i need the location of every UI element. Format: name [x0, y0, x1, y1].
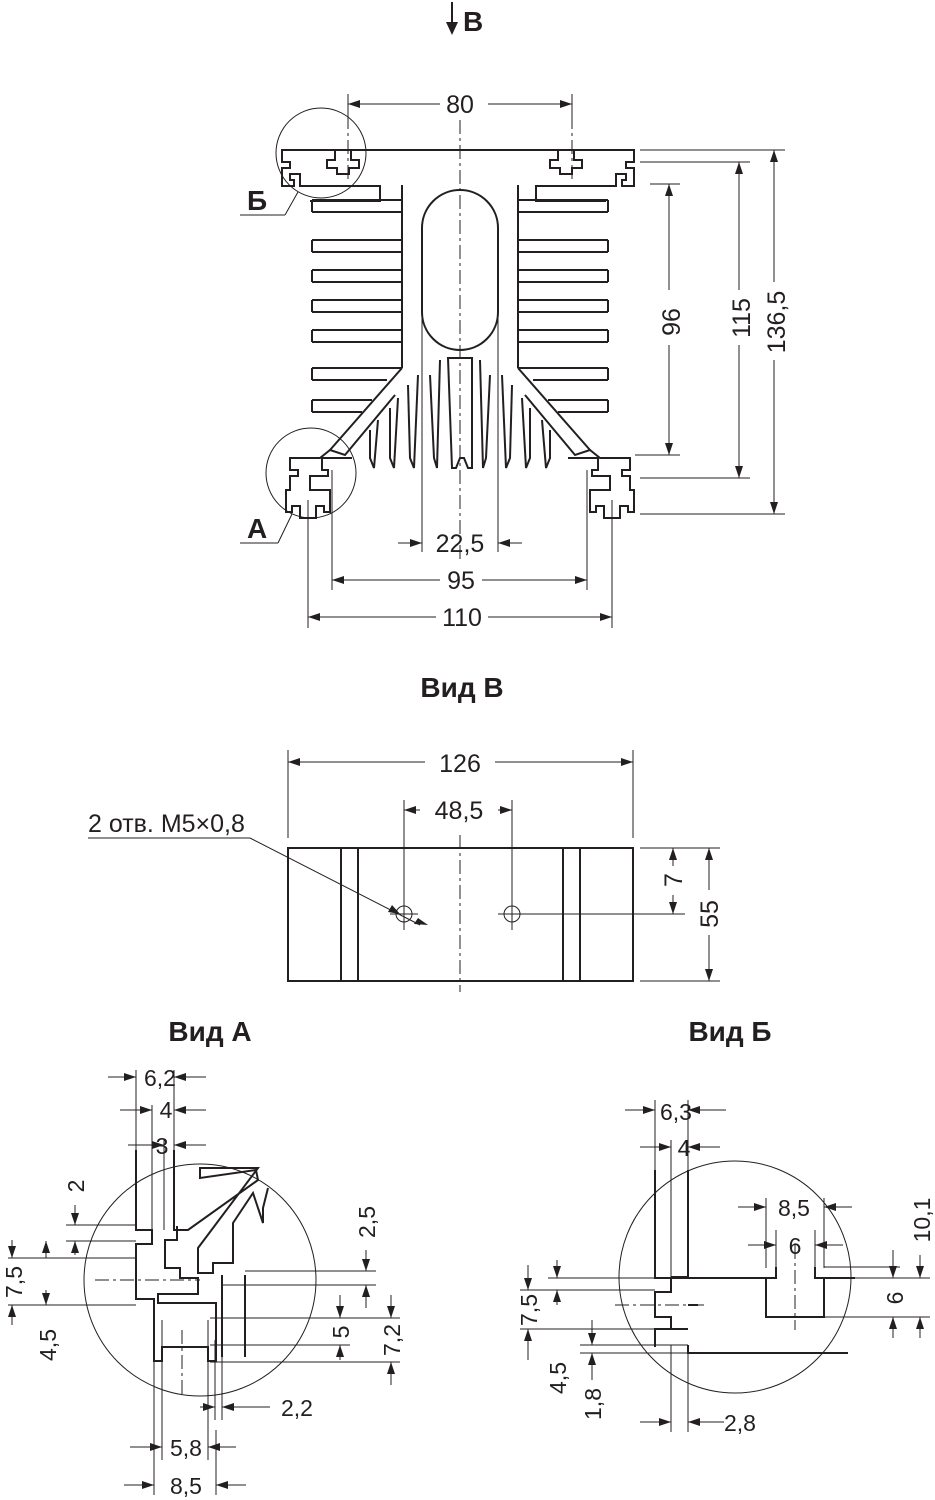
view-marker-label: В [463, 6, 483, 37]
dim-55-label: 55 [696, 900, 724, 928]
dim-22-5 [398, 270, 522, 552]
view-a-circle [83, 1163, 317, 1397]
dim-7-55 [525, 847, 720, 982]
dim-1365-label: 136,5 [763, 291, 791, 354]
view-a-dim-4: 4 [160, 1097, 173, 1123]
callout-a-label: А [247, 513, 267, 544]
hole-note-leader [88, 837, 428, 926]
view-b-title: Вид Б [688, 1016, 771, 1047]
view-v-holes [390, 900, 526, 930]
dim-22-5-label: 22,5 [436, 530, 485, 558]
view-b-dim-4-5: 4,5 [545, 1362, 571, 1394]
view-a-dim-6-2: 6,2 [144, 1065, 176, 1091]
dim-110 [307, 500, 613, 628]
dim-96-label: 96 [658, 308, 686, 336]
view-a-dim-5-8: 5,8 [170, 1435, 202, 1461]
right-fins [517, 185, 609, 413]
dim-115-label: 115 [728, 298, 756, 338]
view-b-dim-6-3: 6,3 [660, 1099, 692, 1125]
hole-note: 2 отв. М5×0,8 [88, 810, 245, 838]
view-b-dim-4: 4 [678, 1135, 691, 1161]
view-b-dim-7-5: 7,5 [516, 1294, 542, 1326]
dim-126 [287, 750, 634, 838]
callout-b-label: Б [247, 185, 267, 216]
dim-48-5 [403, 800, 513, 900]
view-b-dims [520, 1100, 930, 1432]
lower-fins [328, 357, 592, 469]
view-a-dim-8-5: 8,5 [170, 1473, 202, 1499]
view-a-dim-4-5: 4,5 [35, 1329, 61, 1361]
view-v-title: Вид В [420, 672, 503, 703]
view-b-dim-2-8: 2,8 [724, 1410, 756, 1436]
dim-80-label: 80 [446, 91, 474, 119]
detail-circle-a [265, 427, 357, 519]
view-b-dim-6-side: 6 [882, 1292, 908, 1305]
view-a-dim-7-5: 7,5 [1, 1266, 27, 1298]
view-a-dim-2-5: 2,5 [354, 1206, 380, 1238]
dim-48-5-label: 48,5 [435, 797, 484, 825]
view-a-dims [8, 1070, 400, 1495]
detail-circle-b [275, 107, 367, 199]
heatsink-profile [281, 149, 635, 519]
view-a-dim-5: 5 [328, 1326, 354, 1339]
view-a-dim-2-2: 2,2 [281, 1395, 313, 1421]
dim-7-label: 7 [660, 873, 688, 887]
left-fins [311, 185, 403, 413]
view-b-profile [615, 1170, 855, 1354]
dim-95 [331, 470, 588, 590]
view-b-dim-1-8: 1,8 [580, 1388, 606, 1420]
view-b-dim-8-5: 8,5 [778, 1195, 810, 1221]
dim-80 [347, 94, 573, 115]
dim-126-label: 126 [439, 750, 481, 778]
view-a-title: Вид А [168, 1016, 251, 1047]
dim-95-label: 95 [447, 567, 475, 595]
view-b-dim-10-1: 10,1 [909, 1198, 935, 1243]
view-a-dim-3: 3 [156, 1133, 169, 1159]
dim-vertical-right [635, 149, 785, 515]
view-a-profile [95, 1150, 269, 1395]
dim-110-label: 110 [442, 604, 482, 632]
view-a-dim-2: 2 [63, 1180, 89, 1193]
view-a-dim-7-2: 7,2 [379, 1324, 405, 1356]
view-b-dim-6-top: 6 [789, 1233, 802, 1259]
view-marker-b-arrow [446, 2, 458, 35]
